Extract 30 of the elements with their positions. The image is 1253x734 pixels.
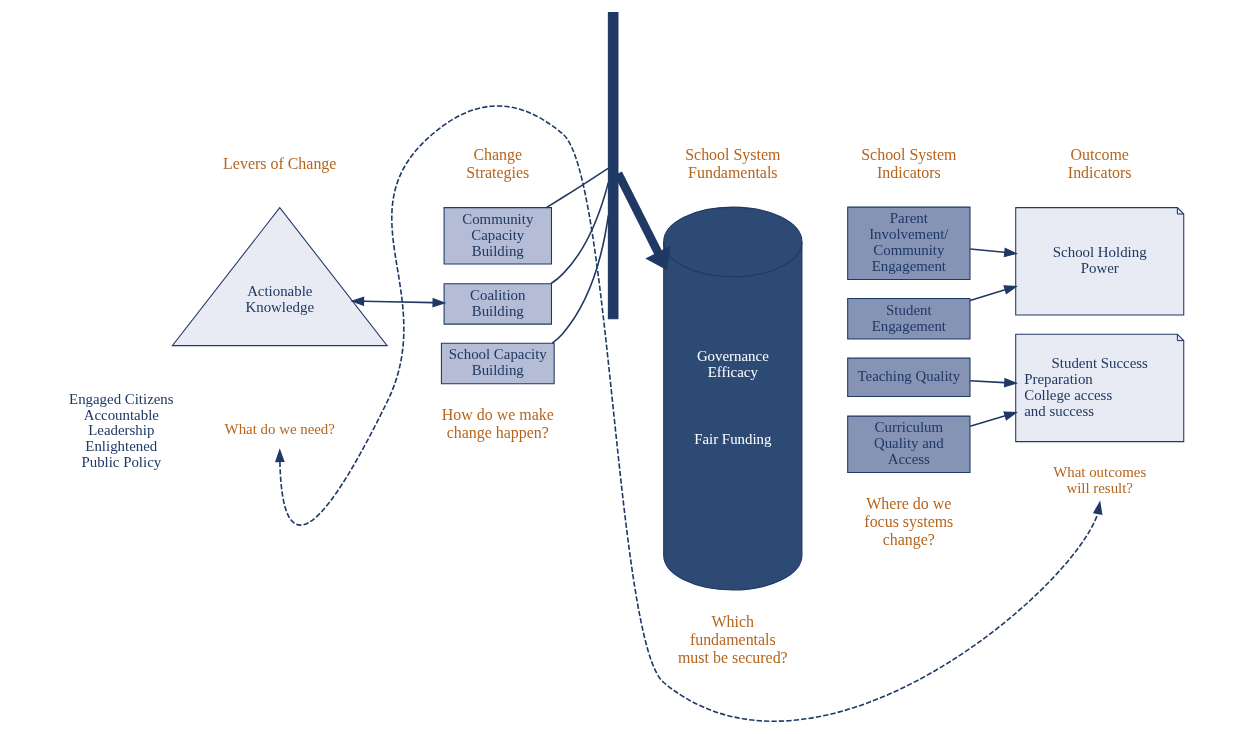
node-box: Curriculum Quality and Access bbox=[846, 415, 970, 473]
label: Outcome Indicators bbox=[1067, 146, 1132, 182]
node-text: What outcomes will result? bbox=[1052, 464, 1146, 497]
node-bar bbox=[607, 11, 618, 320]
node-box: School Capacity Building bbox=[440, 342, 555, 385]
arrow bbox=[968, 377, 1018, 388]
node-label: Accountable Leadership bbox=[83, 406, 159, 439]
label: Levers of Change bbox=[222, 155, 336, 173]
label: Change Strategies bbox=[465, 146, 529, 182]
node-box: Community Capacity Building bbox=[443, 207, 552, 265]
connector bbox=[550, 214, 609, 344]
arrow bbox=[968, 247, 1018, 258]
label: Where do we focus systems change? bbox=[863, 494, 953, 548]
node-box: Parent Involvement/ Community Engagement bbox=[846, 206, 970, 280]
arrow bbox=[968, 285, 1018, 302]
node-text: What do we need? bbox=[224, 421, 335, 438]
label: Which fundamentals must be secured? bbox=[677, 612, 788, 666]
connector bbox=[549, 181, 609, 285]
label: School System Fundamentals bbox=[684, 146, 780, 182]
arrow bbox=[349, 296, 446, 308]
label: School System Indicators bbox=[860, 146, 956, 182]
arrow bbox=[968, 411, 1018, 428]
node-label: Engaged Citizens bbox=[68, 390, 174, 407]
arrow bbox=[274, 105, 1102, 722]
label: How do we make change happen? bbox=[441, 405, 554, 441]
connector bbox=[545, 167, 609, 209]
node-box: Student Engagement bbox=[846, 298, 970, 340]
node-box: Teaching Quality bbox=[846, 357, 970, 397]
node-label: Enlightened Public Policy bbox=[80, 438, 161, 471]
node-box: Coalition Building bbox=[443, 283, 552, 325]
